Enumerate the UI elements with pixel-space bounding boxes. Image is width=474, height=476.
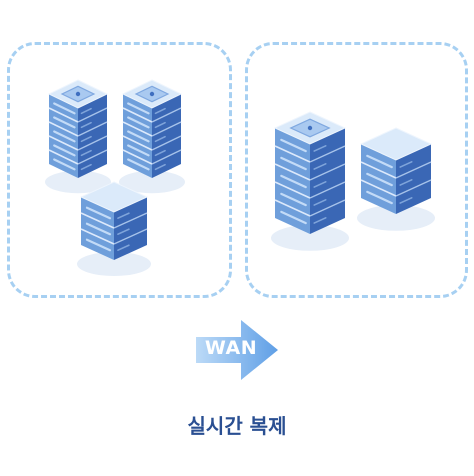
server-stack-left-2 [119,79,185,194]
server-stack-left-1 [45,79,111,194]
server-stack-left-3 [77,181,151,276]
wan-arrow-icon [196,320,278,380]
replica-site-boundary [245,42,468,298]
server-stack-right-1 [271,111,349,251]
primary-site-boundary [7,42,232,298]
server-stack-right-2 [357,127,435,231]
wan-label: WAN [204,337,258,359]
diagram-caption: 실시간 복제 [187,414,287,438]
